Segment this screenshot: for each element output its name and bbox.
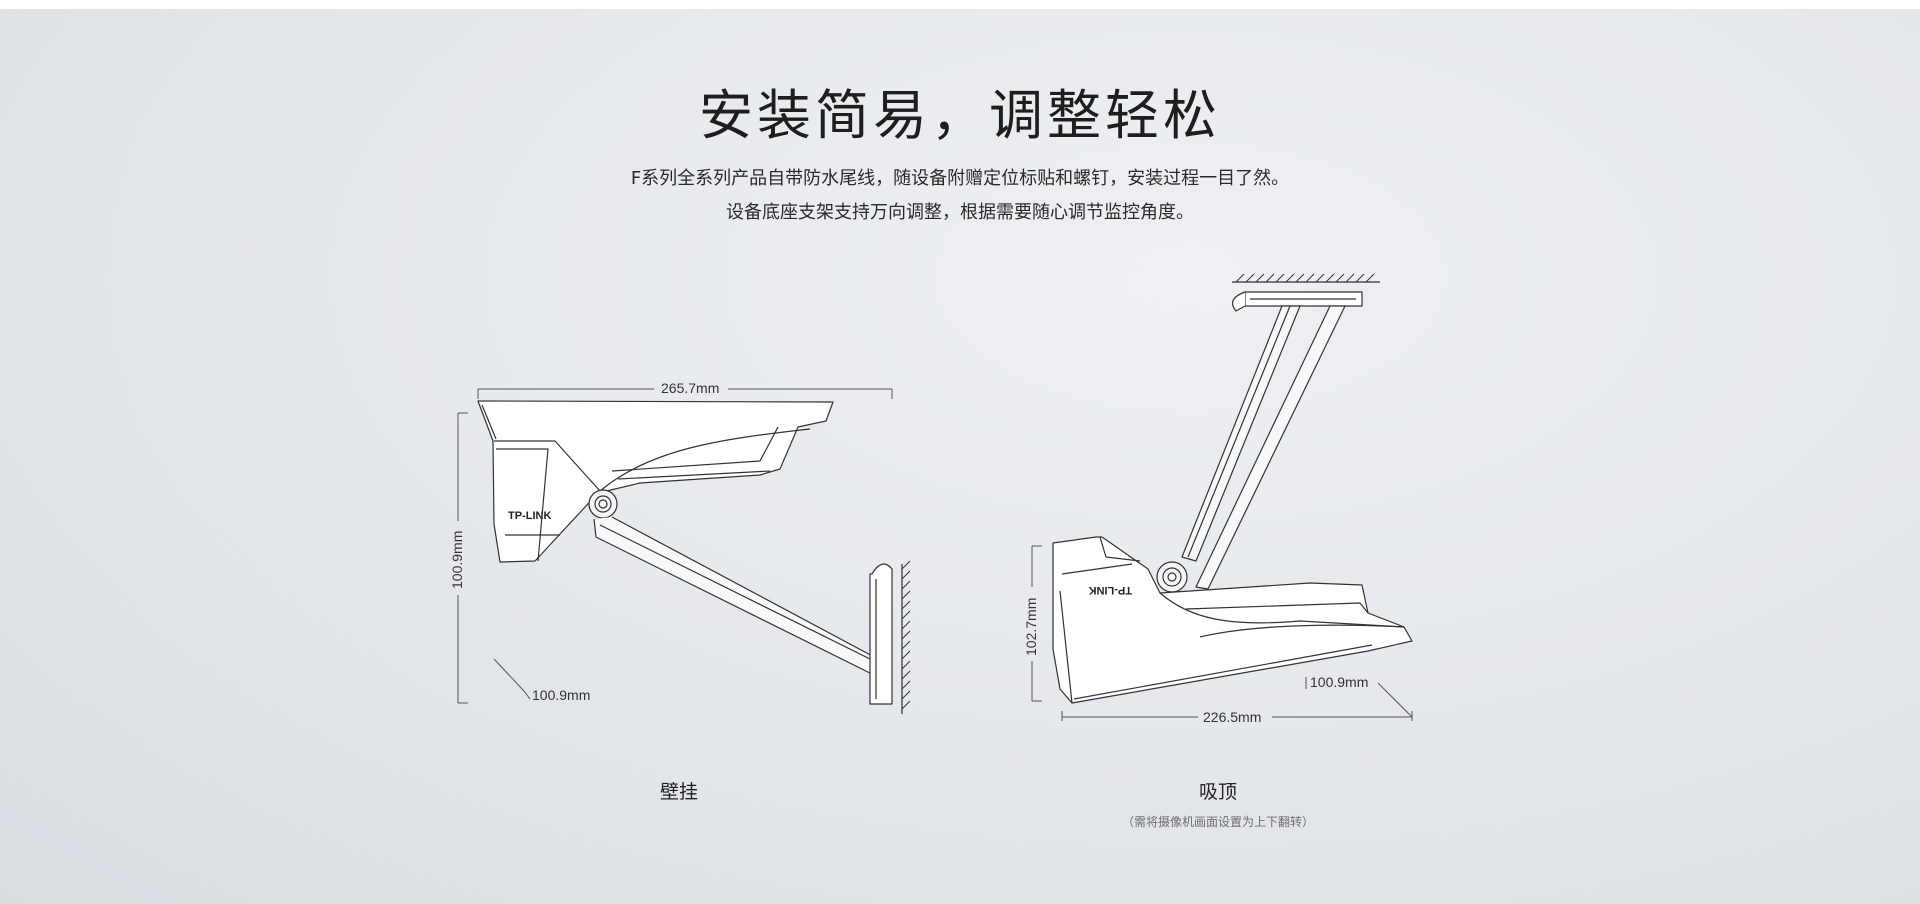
content-panel: 安装简易，调整轻松 F系列全系列产品自带防水尾线，随设备附赠定位标贴和螺钉，安装… — [0, 9, 1920, 904]
ceiling-length-label: 226.5mm — [1203, 709, 1261, 725]
ceiling-height-label: 102.7mm — [1023, 598, 1039, 656]
intro-line-1: F系列全系列产品自带防水尾线，随设备附赠定位标贴和螺钉，安装过程一目了然。 — [630, 168, 1290, 189]
ceiling-depth-label: 100.9mm — [1310, 674, 1368, 690]
wall-mount-illustration — [477, 400, 911, 714]
ceiling-mount-illustration — [1052, 273, 1413, 704]
wall-dimensions — [457, 388, 893, 704]
wall-mount-caption: 壁挂 — [659, 781, 698, 803]
wall-length-label: 265.7mm — [661, 380, 719, 396]
wall-brand-logo: TP-LINK — [508, 510, 551, 522]
ceiling-dimensions — [1031, 545, 1413, 721]
ceiling-mount-note: （需将摄像机画面设置为上下翻转） — [1121, 815, 1314, 829]
ceiling-brand-logo: TP-LINK — [1089, 584, 1132, 596]
mounting-diagrams: TP-LINK 265.7mm 100.9mm 100.9mm — [449, 273, 1413, 725]
ceiling-mount-caption: 吸顶 — [1198, 781, 1237, 803]
wall-depth-label: 100.9mm — [532, 687, 590, 703]
wall-height-label: 100.9mm — [449, 531, 465, 589]
intro-line-2: 设备底座支架支持万向调整，根据需要随心调节监控角度。 — [726, 202, 1194, 223]
page-headline: 安装简易，调整轻松 — [699, 84, 1221, 147]
